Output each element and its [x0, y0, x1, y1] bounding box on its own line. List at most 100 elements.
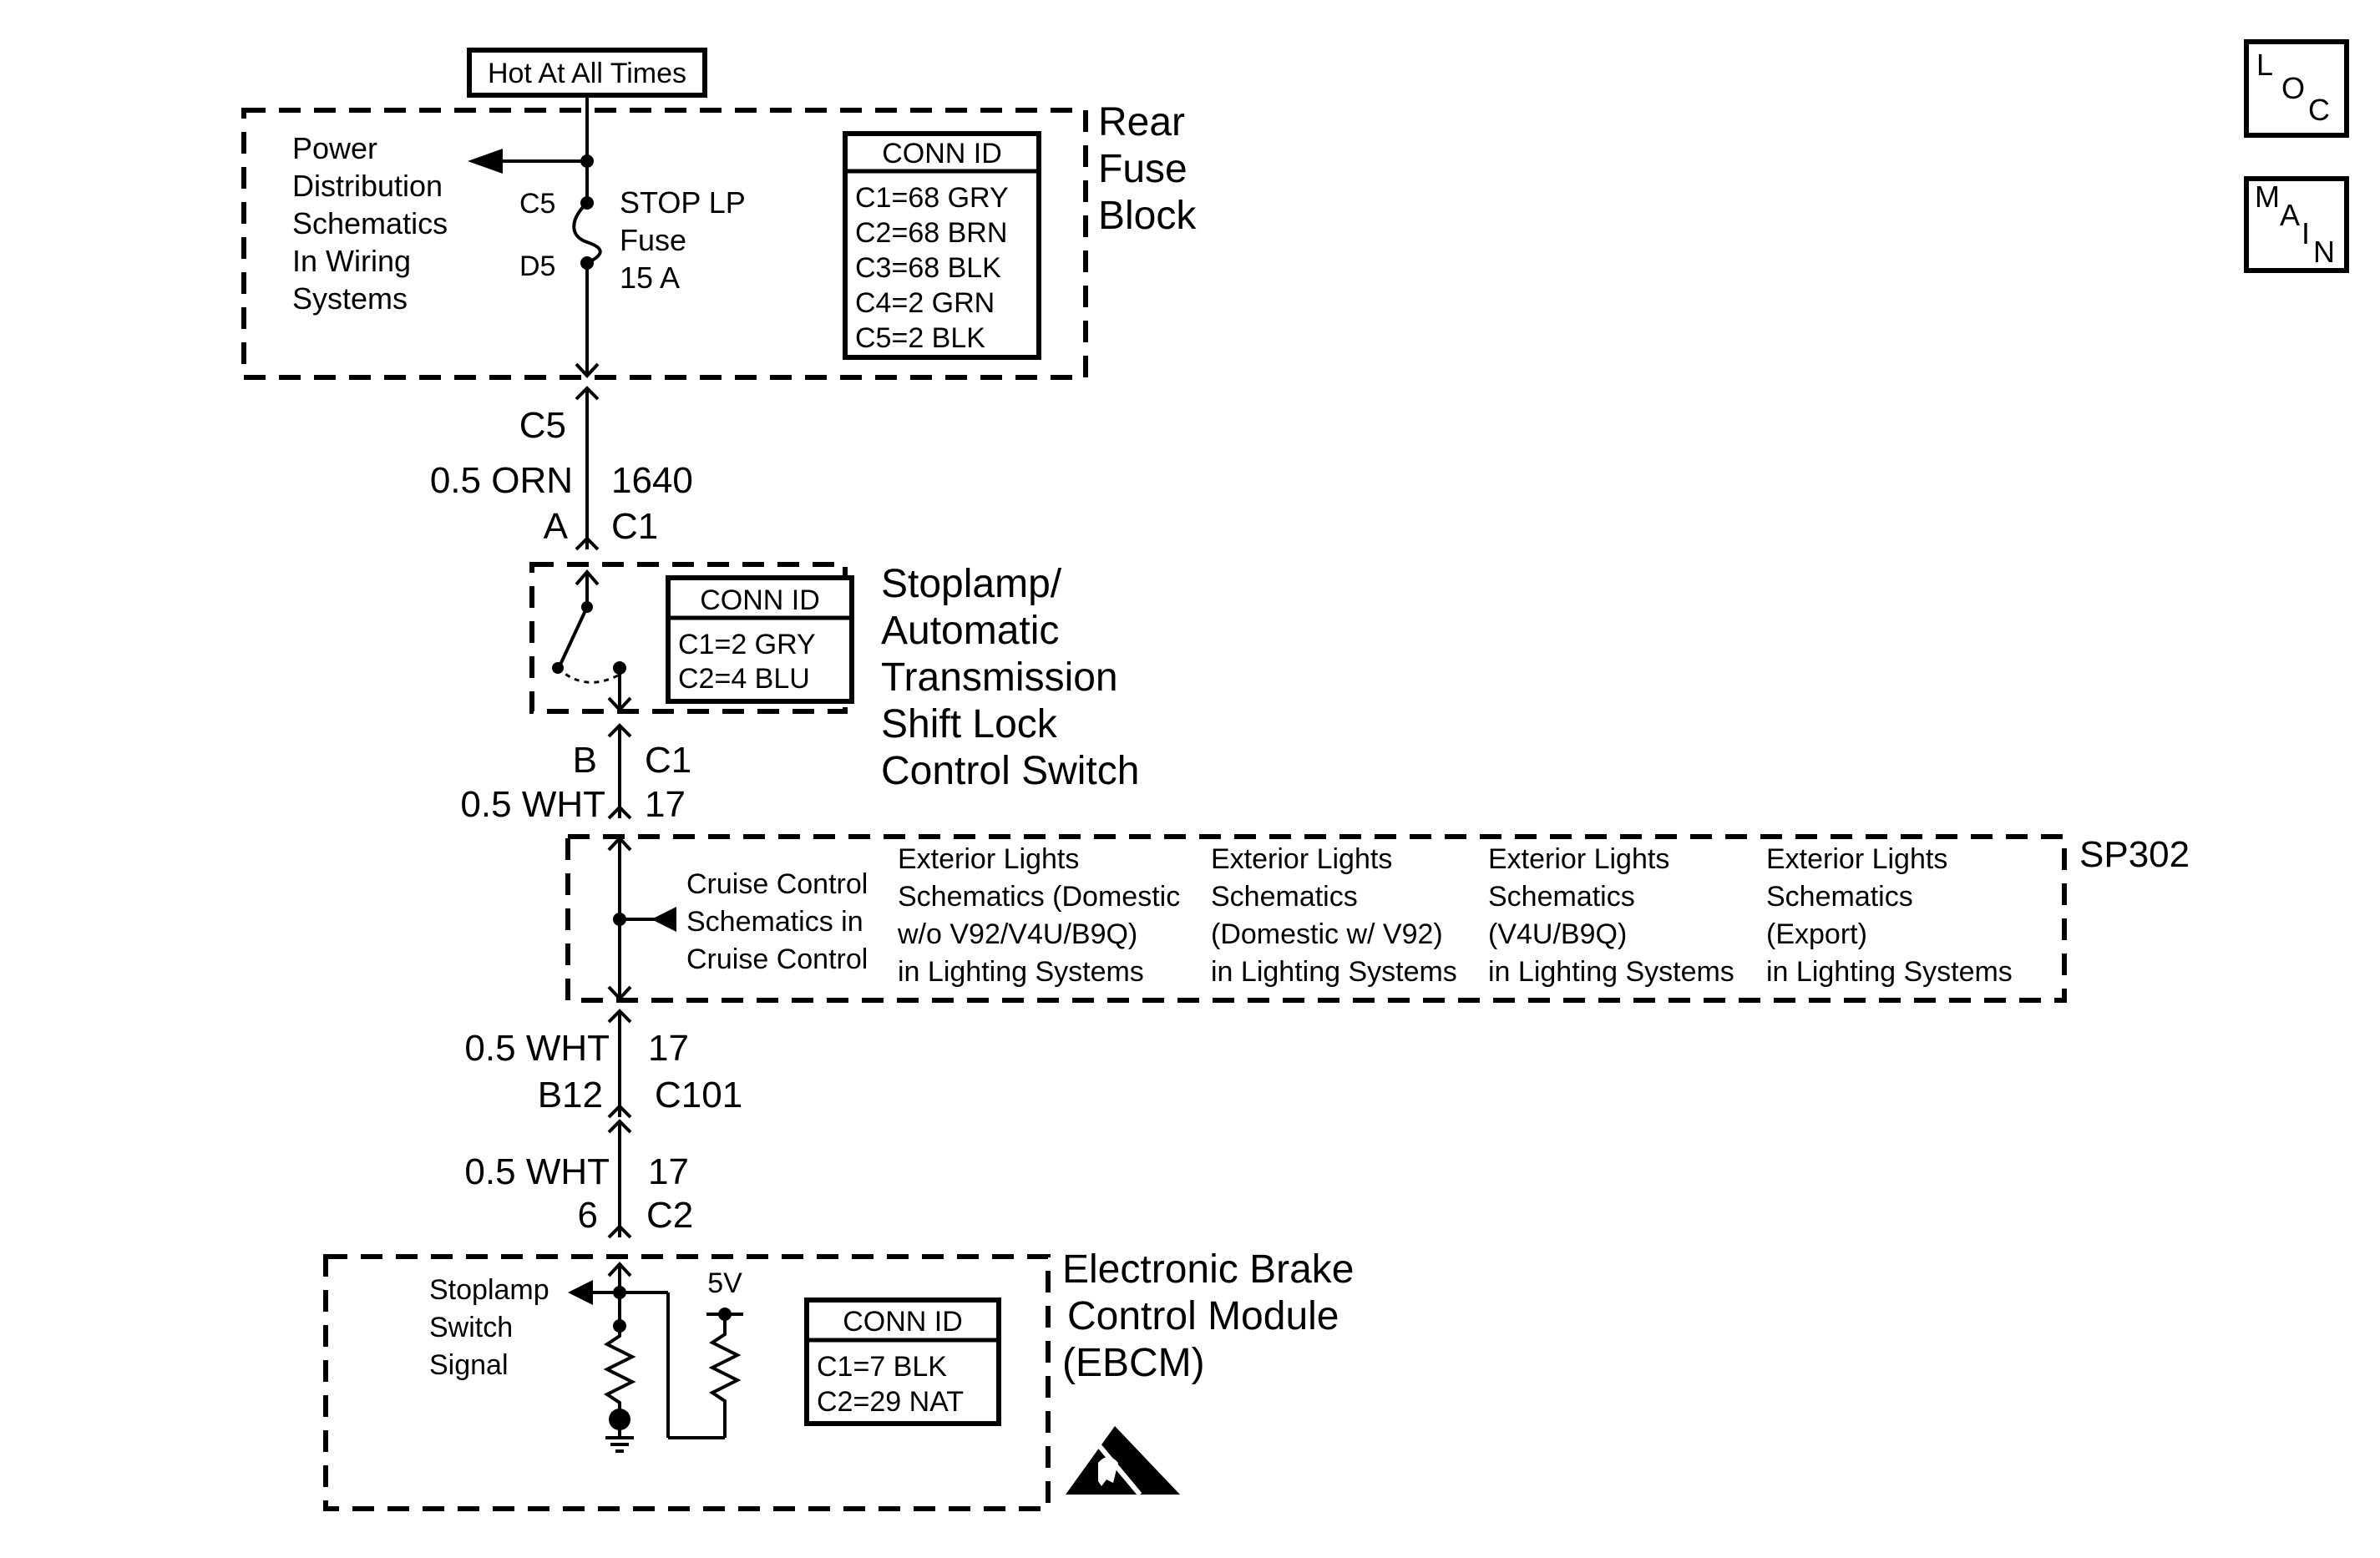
- svg-text:C4=2 GRN: C4=2 GRN: [855, 287, 995, 319]
- svg-text:C3=68 BLK: C3=68 BLK: [855, 252, 1001, 284]
- fuse-pin-d5: D5: [519, 250, 555, 282]
- svg-text:Exterior Lights: Exterior Lights: [1488, 843, 1669, 875]
- svg-text:Hot At All Times: Hot At All Times: [488, 58, 686, 89]
- loc-button[interactable]: L O C: [2244, 39, 2349, 138]
- svg-text:Switch: Switch: [429, 1312, 513, 1343]
- exterior-lights-reference-export: Exterior Lights Schematics (Export) in L…: [1766, 843, 2013, 988]
- exterior-lights-reference-v4u-b9q: Exterior Lights Schematics (V4U/B9Q) in …: [1488, 843, 1734, 988]
- svg-text:Systems: Systems: [292, 281, 408, 316]
- connector-label: C1: [611, 506, 658, 547]
- wire-gauge-label: 0.5 WHT: [460, 784, 605, 825]
- svg-text:M: M: [2255, 180, 2280, 214]
- wire-gauge-label: 0.5 WHT: [464, 1151, 610, 1192]
- svg-text:Schematics: Schematics: [292, 206, 448, 240]
- svg-text:Fuse: Fuse: [620, 223, 686, 257]
- circuit-number-label: 17: [648, 1028, 689, 1069]
- male-terminal-icon: [575, 536, 600, 551]
- svg-text:Stoplamp: Stoplamp: [429, 1274, 549, 1306]
- stop-lp-fuse-label: STOP LP Fuse 15 A: [620, 185, 746, 295]
- connector-label: C2: [646, 1195, 693, 1236]
- svg-text:C2=4 BLU: C2=4 BLU: [678, 663, 810, 695]
- svg-text:Cruise Control: Cruise Control: [686, 943, 868, 975]
- svg-text:Transmission: Transmission: [881, 655, 1118, 700]
- svg-text:C: C: [2308, 93, 2330, 127]
- splice-outline: [565, 834, 2067, 1003]
- ebcm-name: Electronic Brake Control Module (EBCM): [1062, 1247, 1354, 1385]
- svg-text:Signal: Signal: [429, 1349, 509, 1381]
- ebcm-input-circuit: 5V: [568, 1262, 743, 1453]
- circuit-number-label: 17: [648, 1151, 689, 1192]
- svg-text:C5=2 BLK: C5=2 BLK: [855, 322, 985, 354]
- svg-text:Cruise Control: Cruise Control: [686, 868, 868, 900]
- arrow-left-icon: [651, 907, 676, 932]
- svg-text:in Lighting Systems: in Lighting Systems: [898, 956, 1144, 988]
- 5v-label: 5V: [707, 1267, 742, 1299]
- male-terminal-icon: [607, 1224, 632, 1239]
- main-button[interactable]: M A I N: [2244, 176, 2349, 273]
- svg-text:Electronic Brake: Electronic Brake: [1062, 1247, 1354, 1292]
- svg-text:Automatic: Automatic: [881, 609, 1059, 653]
- svg-text:C1=2 GRY: C1=2 GRY: [678, 629, 816, 660]
- exterior-lights-reference-domestic-wo-v92: Exterior Lights Schematics (Domestic w/o…: [897, 843, 1180, 988]
- switch-icon: [552, 569, 632, 712]
- svg-text:(EBCM): (EBCM): [1062, 1341, 1205, 1385]
- pin-label: B: [573, 740, 597, 781]
- ebcm-conn-id-box: CONN ID C1=7 BLK C2=29 NAT: [804, 1297, 1001, 1426]
- svg-text:15 A: 15 A: [620, 261, 680, 295]
- svg-text:Schematics: Schematics: [1766, 881, 1913, 913]
- svg-text:Exterior Lights: Exterior Lights: [898, 843, 1079, 875]
- svg-text:(V4U/B9Q): (V4U/B9Q): [1488, 918, 1627, 950]
- connector-label: C101: [655, 1075, 742, 1115]
- svg-text:Rear: Rear: [1098, 100, 1185, 144]
- svg-text:STOP LP: STOP LP: [620, 185, 746, 220]
- svg-text:Control Module: Control Module: [1067, 1294, 1339, 1338]
- svg-text:w/o V92/V4U/B9Q): w/o V92/V4U/B9Q): [897, 918, 1137, 950]
- esd-warning-icon: [1066, 1426, 1180, 1496]
- connector-label: C1: [645, 740, 691, 781]
- svg-text:In Wiring: In Wiring: [292, 244, 411, 278]
- svg-text:in Lighting Systems: in Lighting Systems: [1766, 956, 2013, 988]
- pin-label: B12: [538, 1075, 603, 1115]
- stoplamp-switch-name: Stoplamp/ Automatic Transmission Shift L…: [881, 562, 1139, 793]
- stoplamp-switch-signal-label: Stoplamp Switch Signal: [429, 1274, 549, 1381]
- svg-text:C1=68 GRY: C1=68 GRY: [855, 182, 1009, 214]
- svg-text:Schematics in: Schematics in: [686, 906, 863, 938]
- svg-text:L: L: [2256, 48, 2273, 82]
- wire-gauge-label: 0.5 WHT: [464, 1028, 610, 1069]
- svg-text:in Lighting Systems: in Lighting Systems: [1488, 956, 1734, 988]
- circuit-number-label: 1640: [611, 460, 693, 501]
- female-terminal-icon: [575, 362, 600, 378]
- splice-icon: [607, 836, 676, 1001]
- svg-text:CONN ID: CONN ID: [700, 584, 820, 616]
- svg-text:Stoplamp/: Stoplamp/: [881, 562, 1062, 606]
- svg-text:C2=68 BRN: C2=68 BRN: [855, 217, 1007, 249]
- svg-text:(Domestic w/ V92): (Domestic w/ V92): [1211, 918, 1443, 950]
- svg-text:C2=29 NAT: C2=29 NAT: [817, 1386, 964, 1418]
- svg-text:Schematics: Schematics: [1488, 881, 1635, 913]
- svg-text:Shift Lock: Shift Lock: [881, 702, 1058, 746]
- exterior-lights-reference-domestic-w-v92: Exterior Lights Schematics (Domestic w/ …: [1211, 843, 1457, 988]
- svg-text:(Export): (Export): [1766, 918, 1867, 950]
- svg-text:A: A: [2280, 198, 2300, 232]
- resistor-icon: [708, 1314, 742, 1438]
- rear-fuse-block-outline: [241, 108, 1088, 380]
- male-terminal-icon: [607, 1104, 632, 1119]
- cruise-control-reference: Cruise Control Schematics in Cruise Cont…: [686, 868, 868, 975]
- switch-conn-id-box: CONN ID C1=2 GRY C2=4 BLU: [666, 575, 854, 704]
- svg-text:CONN ID: CONN ID: [882, 138, 1002, 169]
- svg-text:Block: Block: [1098, 194, 1197, 238]
- arrow-left-icon: [468, 149, 503, 174]
- arrow-left-icon: [568, 1280, 593, 1305]
- hot-at-all-times-label: Hot At All Times: [467, 48, 707, 98]
- svg-text:Power: Power: [292, 131, 377, 165]
- male-terminal-icon: [607, 805, 632, 820]
- svg-text:CONN ID: CONN ID: [843, 1306, 963, 1338]
- svg-text:I: I: [2302, 216, 2310, 250]
- svg-text:Exterior Lights: Exterior Lights: [1766, 843, 1947, 875]
- svg-text:Fuse: Fuse: [1098, 147, 1187, 191]
- ebcm-outline: [323, 1254, 1051, 1511]
- svg-text:Schematics (Domestic: Schematics (Domestic: [898, 881, 1180, 913]
- svg-text:O: O: [2281, 71, 2305, 105]
- svg-text:Exterior Lights: Exterior Lights: [1211, 843, 1392, 875]
